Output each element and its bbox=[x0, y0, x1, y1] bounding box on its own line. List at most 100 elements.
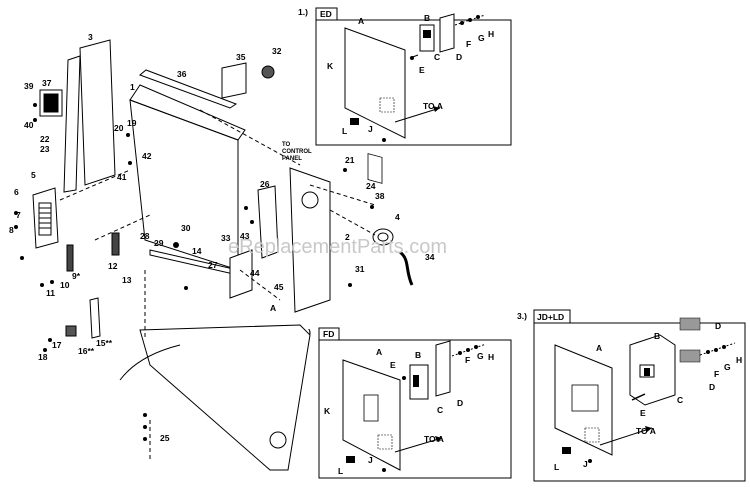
note-line-3: PANEL bbox=[282, 156, 302, 162]
callout-38: 38 bbox=[375, 191, 385, 201]
inset-fd-to-a: TO A bbox=[424, 434, 444, 444]
callout-43: 43 bbox=[240, 231, 250, 241]
callout-1: 1 bbox=[130, 82, 135, 92]
label-j: J bbox=[368, 455, 373, 465]
label-e: E bbox=[390, 360, 396, 370]
inset-ed-to-a: TO A bbox=[423, 101, 443, 111]
inset-fd-frame bbox=[318, 339, 512, 479]
callout-18: 18 bbox=[38, 352, 48, 362]
inset-fd-tag: FD bbox=[323, 329, 334, 339]
inset-jdld-tag: JD+LD bbox=[537, 312, 564, 322]
callout-a: A bbox=[270, 303, 276, 313]
note-line-1: TO bbox=[282, 142, 291, 148]
inset-ed-tag: ED bbox=[320, 9, 332, 19]
callout-27: 27 bbox=[208, 260, 218, 270]
main-callouts: 1 2 3 4 5 6 7 8 9* 10 11 12 13 14 15** 1… bbox=[9, 32, 435, 443]
label-g: G bbox=[724, 362, 731, 372]
inset-jdld-to-a: TO A bbox=[636, 426, 656, 436]
label-d: D bbox=[457, 398, 463, 408]
callout-24: 24 bbox=[366, 181, 376, 191]
label-e: E bbox=[640, 408, 646, 418]
callout-35: 35 bbox=[236, 52, 246, 62]
label-b: B bbox=[424, 13, 430, 23]
panel-a bbox=[344, 27, 406, 139]
label-f: F bbox=[466, 39, 471, 49]
callout-44: 44 bbox=[250, 268, 260, 278]
label-d: D bbox=[456, 52, 462, 62]
label-h: H bbox=[736, 355, 742, 365]
inset-ed-frame bbox=[315, 19, 512, 146]
callout-36: 36 bbox=[177, 69, 187, 79]
callout-19: 19 bbox=[127, 118, 137, 128]
callout-30: 30 bbox=[181, 223, 191, 233]
callout-9: 9* bbox=[72, 271, 81, 281]
label-c: C bbox=[437, 405, 443, 415]
label-h: H bbox=[488, 352, 494, 362]
label-k: K bbox=[327, 61, 334, 71]
callout-5: 5 bbox=[31, 170, 36, 180]
label-d-lower: D bbox=[709, 382, 715, 392]
inset-fd: 2.) FD TO A A B C D E F G H K L J bbox=[301, 327, 512, 479]
callout-7: 7 bbox=[16, 210, 21, 220]
callout-10: 10 bbox=[60, 280, 70, 290]
callout-26: 26 bbox=[260, 179, 270, 189]
callout-42: 42 bbox=[142, 151, 152, 161]
label-d: D bbox=[715, 321, 721, 331]
callout-29: 29 bbox=[154, 238, 164, 248]
label-a: A bbox=[376, 347, 382, 357]
callout-6: 6 bbox=[14, 187, 19, 197]
main-assembly bbox=[14, 39, 414, 471]
callout-23: 23 bbox=[40, 144, 50, 154]
label-k: K bbox=[324, 406, 331, 416]
callout-31: 31 bbox=[355, 264, 365, 274]
label-g: G bbox=[477, 351, 484, 361]
label-a: A bbox=[358, 16, 364, 26]
label-c: C bbox=[677, 395, 683, 405]
callout-39: 39 bbox=[24, 81, 34, 91]
callout-11: 11 bbox=[46, 288, 55, 298]
callout-2: 2 bbox=[345, 232, 350, 242]
callout-25: 25 bbox=[160, 433, 170, 443]
inset-jdld-number: 3.) bbox=[517, 311, 527, 321]
label-j: J bbox=[368, 124, 373, 134]
inset-jdld-frame bbox=[533, 322, 746, 482]
label-g: G bbox=[478, 33, 485, 43]
callout-21: 21 bbox=[345, 155, 355, 165]
callout-17: 17 bbox=[52, 340, 62, 350]
callout-20: 20 bbox=[114, 123, 124, 133]
callout-33: 33 bbox=[221, 233, 231, 243]
label-f: F bbox=[714, 369, 719, 379]
callout-3: 3 bbox=[88, 32, 93, 42]
label-l: L bbox=[338, 466, 343, 476]
callout-12: 12 bbox=[108, 261, 118, 271]
callout-16: 16** bbox=[78, 346, 95, 356]
callout-28: 28 bbox=[140, 231, 150, 241]
callout-22: 22 bbox=[40, 134, 50, 144]
inset-jdld: 3.) JD+LD TO A A B C D D E F G H L J bbox=[517, 309, 746, 482]
callout-37: 37 bbox=[42, 78, 52, 88]
callout-34: 34 bbox=[425, 252, 435, 262]
callout-40: 40 bbox=[24, 120, 34, 130]
label-l: L bbox=[554, 462, 559, 472]
callout-45: 45 bbox=[274, 282, 284, 292]
label-b: B bbox=[415, 350, 421, 360]
callout-32: 32 bbox=[272, 46, 282, 56]
callout-15: 15** bbox=[96, 338, 113, 348]
callout-13: 13 bbox=[122, 275, 132, 285]
plate-d bbox=[439, 13, 455, 53]
label-a: A bbox=[596, 343, 602, 353]
inset-ed-number: 1.) bbox=[298, 7, 308, 17]
watermark: eReplacementParts.com bbox=[228, 236, 447, 258]
label-c: C bbox=[434, 52, 440, 62]
callout-41: 41 bbox=[117, 172, 127, 182]
note-line-2: CONTROL bbox=[282, 149, 312, 155]
inset-ed: 1.) ED TO A A B C D E F G H K L J bbox=[298, 7, 512, 184]
label-b: B bbox=[654, 331, 660, 341]
label-h: H bbox=[488, 29, 494, 39]
label-l: L bbox=[342, 126, 347, 136]
callout-14: 14 bbox=[192, 246, 202, 256]
callout-4: 4 bbox=[395, 212, 400, 222]
label-f: F bbox=[465, 355, 470, 365]
label-e: E bbox=[419, 65, 425, 75]
